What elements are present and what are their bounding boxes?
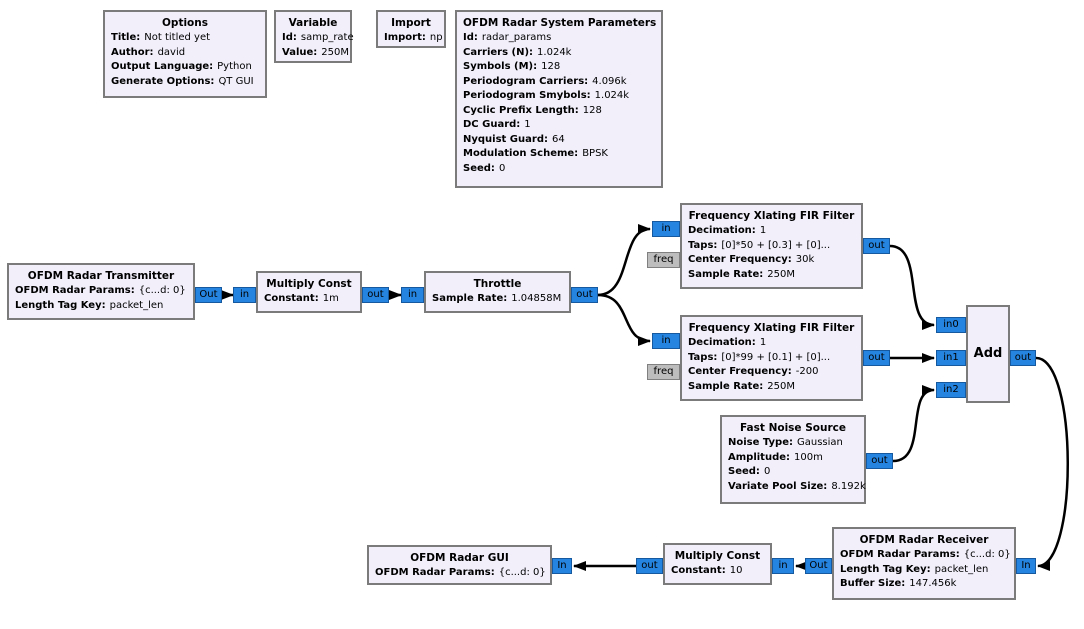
param-row: OFDM Radar Params:{c...d: 0} [375, 567, 546, 578]
port-fir-bottom-in[interactable]: in [652, 333, 680, 349]
wire-fir-top-to-add-in0[interactable] [889, 244, 935, 330]
param-row: Taps:[0]*50 + [0.3] + [0]... [688, 239, 831, 251]
port-multiply-const-rx-in[interactable]: in [772, 558, 794, 574]
param-row: Nyquist Guard:64 [463, 133, 565, 145]
block-title: Import [391, 17, 431, 29]
param-row: Cyclic Prefix Length:128 [463, 104, 602, 116]
port-fir-bottom-out[interactable]: out [863, 350, 890, 366]
block-title: Frequency Xlating FIR Filter [688, 210, 855, 222]
param-row: Modulation Scheme:BPSK [463, 148, 608, 159]
port-multiply-const-rx-out[interactable]: out [636, 558, 663, 574]
param-row: OFDM Radar Params:{c...d: 0} [15, 285, 186, 296]
block-title: Variable [288, 17, 338, 29]
param-row: Constant:10 [671, 565, 743, 576]
block-options[interactable]: Options Title:Not titled yet Author:davi… [103, 10, 267, 98]
port-add-in0[interactable]: in0 [936, 317, 966, 333]
port-fir-top-freq-msg[interactable]: freq [647, 252, 680, 268]
param-row: OFDM Radar Params:{c...d: 0} [840, 549, 1011, 560]
block-title: Fast Noise Source [740, 422, 846, 434]
block-title: OFDM Radar Receiver [859, 534, 989, 546]
port-transmitter-out[interactable]: Out [195, 287, 222, 303]
block-freq-xlating-fir-filter-bottom[interactable]: Frequency Xlating FIR Filter Decimation:… [680, 315, 863, 401]
port-fir-top-out[interactable]: out [863, 238, 890, 254]
param-row: Seed:0 [463, 162, 506, 174]
port-fir-bottom-freq-msg[interactable]: freq [647, 364, 680, 380]
param-row: Sample Rate:250M [688, 268, 795, 280]
port-multiply-const-tx-in[interactable]: in [233, 287, 256, 303]
block-title: Options [162, 17, 208, 29]
block-fast-noise-source[interactable]: Fast Noise Source Noise Type:Gaussian Am… [720, 415, 866, 504]
port-gui-in[interactable]: In [552, 558, 572, 574]
param-row: Id:samp_rate [282, 32, 354, 43]
block-multiply-const-rx[interactable]: Multiply Const Constant:10 [663, 543, 772, 585]
param-row: Author:david [111, 46, 186, 58]
param-row: Constant:1m [264, 293, 339, 304]
param-row: Length Tag Key:packet_len [840, 563, 989, 575]
block-throttle[interactable]: Throttle Sample Rate:1.04858M [424, 271, 571, 313]
block-ofdm-radar-gui[interactable]: OFDM Radar GUI OFDM Radar Params:{c...d:… [367, 545, 552, 585]
wire-noise-to-add-in2[interactable] [892, 385, 935, 463]
param-row: Carriers (N):1.024k [463, 46, 572, 58]
port-receiver-in[interactable]: In [1016, 558, 1036, 574]
param-row: Output Language:Python [111, 61, 252, 72]
block-add[interactable]: Add [966, 305, 1010, 403]
block-import[interactable]: Import Import:np [376, 10, 446, 48]
port-throttle-out[interactable]: out [571, 287, 598, 303]
port-fir-top-in[interactable]: in [652, 221, 680, 237]
param-row: Variate Pool Size:8.192k [728, 480, 866, 492]
port-receiver-out[interactable]: Out [805, 558, 832, 574]
param-row: Periodogram Carriers:4.096k [463, 75, 627, 87]
param-row: DC Guard:1 [463, 119, 531, 130]
param-row: Length Tag Key:packet_len [15, 299, 164, 311]
block-variable-samp-rate[interactable]: Variable Id:samp_rate Value:250M [274, 10, 354, 63]
block-multiply-const-tx[interactable]: Multiply Const Constant:1m [256, 271, 362, 313]
param-row: Symbols (M):128 [463, 61, 561, 72]
param-row: Title:Not titled yet [111, 32, 211, 43]
port-add-in2[interactable]: in2 [936, 382, 966, 398]
port-multiply-const-tx-out[interactable]: out [362, 287, 389, 303]
param-row: Amplitude:100m [728, 451, 823, 463]
block-ofdm-radar-receiver[interactable]: OFDM Radar Receiver OFDM Radar Params:{c… [832, 527, 1016, 600]
param-row: Seed:0 [728, 466, 771, 477]
param-row: Value:250M [282, 46, 349, 58]
param-row: Decimation:1 [688, 225, 767, 236]
block-title: OFDM Radar GUI [410, 552, 509, 564]
wire-throttle-to-fir-top[interactable] [597, 224, 651, 297]
block-title: Multiply Const [674, 550, 761, 562]
param-row: Noise Type:Gaussian [728, 437, 843, 448]
block-ofdm-radar-transmitter[interactable]: OFDM Radar Transmitter OFDM Radar Params… [7, 263, 195, 320]
param-row: Buffer Size:147.456k [840, 578, 957, 589]
port-noise-out[interactable]: out [866, 453, 893, 469]
block-freq-xlating-fir-filter-top[interactable]: Frequency Xlating FIR Filter Decimation:… [680, 203, 863, 289]
param-row: Sample Rate:250M [688, 380, 795, 392]
param-row: Center Frequency:-200 [688, 366, 819, 377]
param-row: Sample Rate:1.04858M [432, 293, 562, 304]
param-row: Periodogram Smybols:1.024k [463, 90, 630, 101]
port-add-out[interactable]: out [1010, 350, 1036, 366]
block-title: OFDM Radar Transmitter [27, 270, 175, 282]
param-row: Center Frequency:30k [688, 254, 815, 265]
wire-add-to-receiver[interactable] [1035, 356, 1069, 571]
port-add-in1[interactable]: in1 [936, 350, 966, 366]
block-title: Frequency Xlating FIR Filter [688, 322, 855, 334]
block-title: Throttle [473, 278, 522, 290]
wire-throttle-to-fir-bottom[interactable] [597, 293, 651, 346]
param-row: Id:radar_params [463, 32, 552, 43]
port-throttle-in[interactable]: in [401, 287, 424, 303]
param-row: Taps:[0]*99 + [0.1] + [0]... [688, 351, 831, 363]
param-row: Decimation:1 [688, 337, 767, 348]
param-row: Generate Options:QT GUI [111, 75, 254, 87]
param-row: Import:np [384, 32, 443, 43]
block-title: Add [973, 346, 1003, 361]
block-title: Multiply Const [266, 278, 352, 290]
block-radar-system-parameters[interactable]: OFDM Radar System Parameters Id:radar_pa… [455, 10, 663, 188]
block-title: OFDM Radar System Parameters [463, 17, 657, 29]
